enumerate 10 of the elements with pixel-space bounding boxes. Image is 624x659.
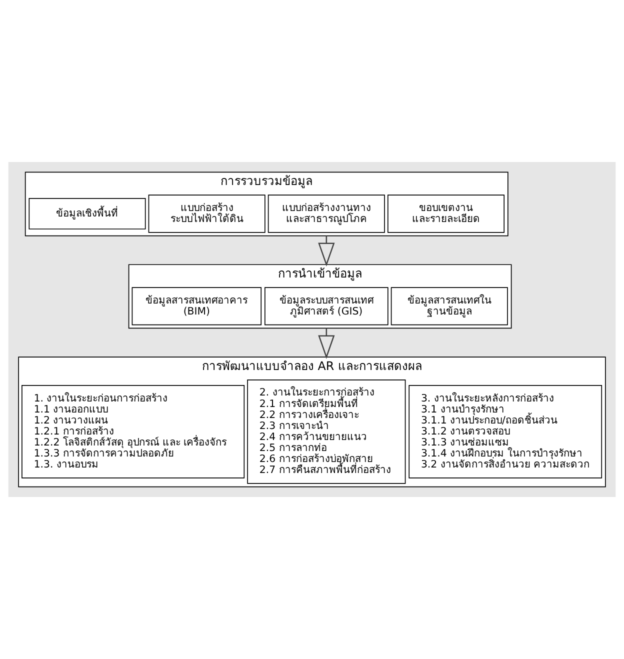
node-box: แบบก่อสร้างงานทาง และสาธารณูปโภค [268, 194, 385, 233]
node-box: ข้อมูลสารสนเทศใน ฐานข้อมูล [390, 287, 508, 326]
node-box: 1. งานในระยะก่อนการก่อสร้าง 1.1 งานออกแบบ 1.2 งานวางแผน 1.2.1 การก่อสร้าง 1.2.2 โลจิสติกส์วัสดุ อุปกรณ์ และ เครื่องจักร 1.3.3 การจัดการความปลอดภัย 1.3. งานอบรม [22, 385, 245, 478]
node-box: ขอบเขตงาน และรายละเอียด [387, 194, 505, 233]
node-box: ข้อมูลเชิงพื้นที่ [28, 198, 146, 230]
node-box: 2. งานในระยะการก่อสร้าง 2.1 การจัดเตรียมพื้นที่ 2.2 การวางเครื่องเจาะ 2.3 การเจาะนำ 2.4 การคว้านขยายแนว 2.5 การลากท่อ 2.6 การก่อสร้างบ่อพักสาย 2.7 การคืนสภาพพื้นที่ก่อสร้าง [247, 380, 406, 484]
node-box: ข้อมูลสารสนเทศอาคาร (BIM) [132, 287, 262, 326]
node-box: แบบก่อสร้าง ระบบไฟฟ้าใต้ดิน [148, 194, 266, 233]
node-box: 3. งานในระยะหลังการก่อสร้าง 3.1 งานบำรุงรักษา 3.1.1 งานประกอบ/ถอดชิ้นส่วน 3.1.2 งานตรวจสอบ 3.1.3 งานซ่อมแซม 3.1.4 งานฝึกอบรม ในการบำรุงรักษา 3.2 งานจัดการสิ่งอำนวย ความสะดวก [408, 385, 602, 478]
node-box: ข้อมูลระบบสารสนเทศ ภูมิศาสตร์ (GIS) [264, 287, 388, 326]
